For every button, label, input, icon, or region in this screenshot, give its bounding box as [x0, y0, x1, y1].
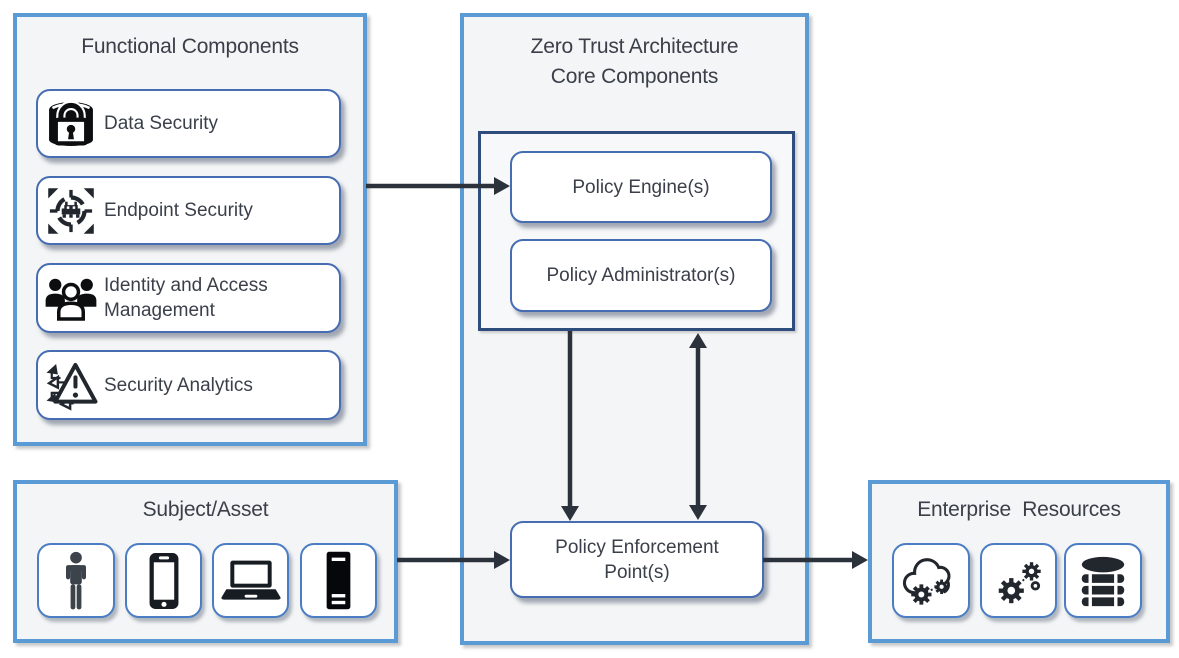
cloud-gears-icon	[902, 554, 960, 608]
item-security-analytics: Security Analytics	[36, 350, 341, 420]
item-label-line1: Identity and	[104, 275, 203, 296]
item-identity-access-management: Identity and Access Management	[36, 263, 341, 333]
subject-asset-title: Subject/Asset	[142, 498, 269, 521]
item-data-security: Data Security	[36, 89, 341, 158]
analytics-warning-icon	[38, 358, 104, 412]
database-lock-icon	[38, 97, 104, 151]
policy-administrator-node: Policy Administrator(s)	[510, 239, 772, 312]
item-label: Endpoint Security	[104, 200, 253, 221]
ztacore-title-line2: Core Components	[550, 65, 719, 88]
subject-card-laptop	[212, 543, 289, 618]
pep-label-line1: Policy Enforcement	[555, 536, 719, 558]
pep-label-line2: Point(s)	[604, 561, 670, 583]
ztacore-title-line1: Zero Trust Architecture	[530, 35, 739, 58]
enterprise-card-cloud	[892, 543, 970, 618]
bug-crosshair-icon	[38, 184, 104, 238]
policy-administrator-label: Policy Administrator(s)	[546, 265, 736, 286]
enterprise-card-gears	[980, 543, 1057, 618]
enterprise-resources-title: Enterprise Resources	[917, 498, 1121, 521]
server-tower-icon	[323, 550, 354, 611]
smartphone-icon	[147, 551, 181, 611]
subject-card-smartphone	[125, 543, 202, 618]
item-label: Data Security	[104, 113, 219, 134]
gears-icon	[990, 554, 1048, 608]
functional-components-title: Functional Components	[81, 35, 299, 58]
policy-engine-label: Policy Engine(s)	[572, 176, 710, 198]
item-endpoint-security: Endpoint Security	[36, 176, 341, 245]
person-icon	[61, 551, 91, 611]
policy-engine-node: Policy Engine(s)	[510, 151, 772, 223]
subject-card-person	[37, 543, 115, 618]
laptop-icon	[220, 558, 282, 603]
enterprise-card-database	[1064, 543, 1142, 618]
item-label: Security Analytics	[104, 374, 253, 396]
database-icon	[1074, 554, 1132, 608]
subject-card-server	[300, 543, 377, 618]
policy-enforcement-point-node: Policy Enforcement Point(s)	[510, 521, 764, 598]
people-group-icon	[38, 273, 104, 323]
item-label-line2: Access Management	[104, 275, 268, 321]
